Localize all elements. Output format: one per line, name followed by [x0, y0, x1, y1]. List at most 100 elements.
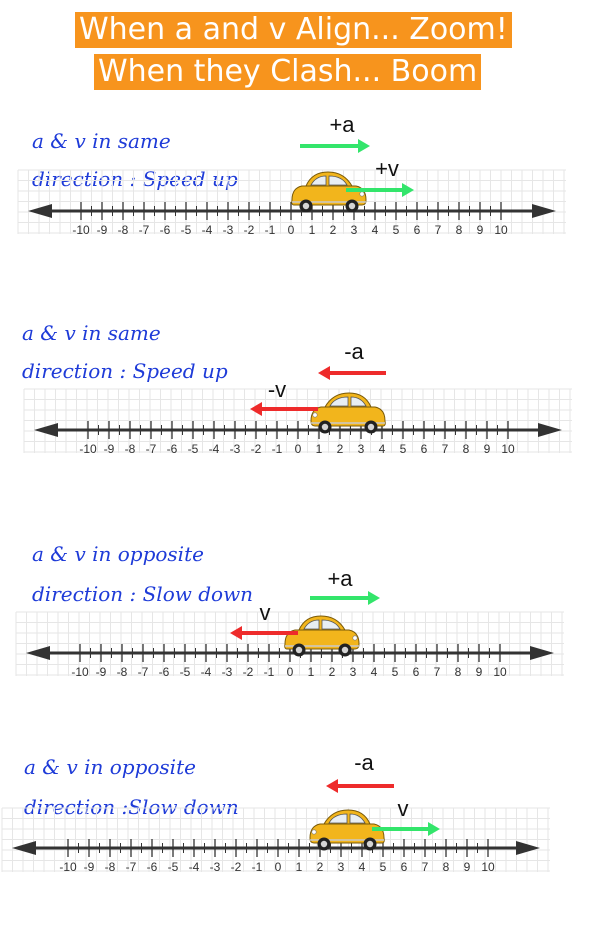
panel-3-tick-label: -9: [96, 665, 107, 679]
panel-1-tick-label: -9: [97, 223, 108, 237]
panel-4: a & v in opposite direction :Slow down -…: [0, 740, 600, 930]
panel-1-caption-line-1: a & v in same: [32, 129, 171, 153]
panel-3-tick-label: -4: [201, 665, 212, 679]
panel-1-tick-label: -2: [244, 223, 255, 237]
panel-2-tick-label: -1: [272, 442, 283, 456]
panel-4-tick-label: 4: [359, 860, 366, 874]
panel-2-acceleration-arrow: [318, 366, 386, 380]
panel-4-tick-label: 7: [422, 860, 429, 874]
panel-4-tick-label: -10: [59, 860, 77, 874]
panel-3-tick-label: 9: [476, 665, 483, 679]
panel-2-tick-label: -4: [209, 442, 220, 456]
panel-1-car: [291, 171, 367, 213]
title-line-2: When they Clash... Boom: [94, 54, 482, 90]
panel-3-tick-label: 5: [392, 665, 399, 679]
panel-1-tick-label: 10: [494, 223, 508, 237]
panel-1-tick-label: 8: [456, 223, 463, 237]
panel-1-tick-label: 4: [372, 223, 379, 237]
panel-2-tick-label: -10: [79, 442, 97, 456]
panel-2-tick-label: 3: [358, 442, 365, 456]
panel-4-acceleration-label: -a: [354, 750, 374, 775]
panel-4-tick-label: -6: [147, 860, 158, 874]
panel-4-tick-label: 2: [317, 860, 324, 874]
panel-4-tick-label: 6: [401, 860, 408, 874]
panel-4-tick-label: 0: [275, 860, 282, 874]
panel-2: a & v in same direction : Speed up -10-9…: [0, 305, 600, 495]
panel-4-tick-label: -4: [189, 860, 200, 874]
panel-2-velocity-arrow: [250, 402, 318, 416]
panel-4-tick-label: -7: [126, 860, 137, 874]
panel-2-tick-label: 9: [484, 442, 491, 456]
panel-3-tick-label: 2: [329, 665, 336, 679]
panel-1-velocity-label: +v: [375, 156, 399, 181]
panel-3-caption-line-1: a & v in opposite: [32, 542, 204, 566]
panel-1-tick-label: 9: [477, 223, 484, 237]
panel-2-tick-label: -7: [146, 442, 157, 456]
panel-2-velocity-label: -v: [268, 377, 286, 402]
panel-4-tick-label: -9: [84, 860, 95, 874]
panel-2-tick-label: 0: [295, 442, 302, 456]
panel-3-tick-label: -7: [138, 665, 149, 679]
panel-1-tick-label: -7: [139, 223, 150, 237]
panel-2-tick-label: -6: [167, 442, 178, 456]
panel-2-tick-label: 1: [316, 442, 323, 456]
panel-3-tick-label: 6: [413, 665, 420, 679]
panel-2-caption-line-2: direction : Speed up: [22, 359, 228, 383]
title-line-1: When a and v Align... Zoom!: [75, 12, 512, 48]
panel-2-car: [310, 392, 386, 434]
panel-4-car: [309, 809, 385, 851]
panel-3-tick-label: 1: [308, 665, 315, 679]
panel-2-acceleration-label: -a: [344, 339, 364, 364]
panel-1-tick-label: 0: [288, 223, 295, 237]
panel-3-tick-label: 8: [455, 665, 462, 679]
panel-3: a & v in opposite direction : Slow down …: [0, 528, 600, 718]
panel-2-tick-label: 10: [501, 442, 515, 456]
panel-2-tick-label: 5: [400, 442, 407, 456]
panel-2-tick-label: 6: [421, 442, 428, 456]
panel-3-acceleration-arrow: [310, 591, 380, 605]
panel-3-tick-label: -10: [71, 665, 89, 679]
panel-2-tick-label: 4: [379, 442, 386, 456]
panel-3-tick-label: 4: [371, 665, 378, 679]
panel-1-tick-label: 1: [309, 223, 316, 237]
panel-1-tick-label: -4: [202, 223, 213, 237]
panel-3-tick-label: -3: [222, 665, 233, 679]
panel-4-tick-label: 3: [338, 860, 345, 874]
panel-2-tick-label: -5: [188, 442, 199, 456]
panel-4-acceleration-arrow: [326, 779, 394, 793]
panel-1-acceleration-label: +a: [329, 112, 355, 137]
panel-3-tick-label: 10: [493, 665, 507, 679]
panel-4-tick-label: 10: [481, 860, 495, 874]
panel-3-tick-label: 0: [287, 665, 294, 679]
panel-4-velocity-arrow: [372, 822, 440, 836]
panel-3-tick-label: -6: [159, 665, 170, 679]
panel-4-tick-label: 9: [464, 860, 471, 874]
panel-3-tick-label: -5: [180, 665, 191, 679]
panel-3-acceleration-label: +a: [327, 566, 353, 591]
panel-2-tick-label: -8: [125, 442, 136, 456]
panel-1-tick-label: 3: [351, 223, 358, 237]
panel-2-grid: [23, 388, 572, 453]
panel-2-tick-label: -9: [104, 442, 115, 456]
panel-4-tick-label: -2: [231, 860, 242, 874]
panel-1-tick-label: -10: [72, 223, 90, 237]
panel-1-tick-label: 7: [435, 223, 442, 237]
panel-2-tick-label: -2: [251, 442, 262, 456]
panel-3-caption-line-2: direction : Slow down: [32, 582, 254, 606]
panel-3-velocity-arrow: [230, 626, 298, 640]
panel-1-acceleration-arrow: [300, 139, 370, 153]
panel-2-tick-label: 7: [442, 442, 449, 456]
panel-4-tick-label: -1: [252, 860, 263, 874]
panel-4-velocity-label: v: [398, 796, 409, 821]
panel-4-caption-line-1: a & v in opposite: [24, 755, 196, 779]
panel-2-tick-label: -3: [230, 442, 241, 456]
panel-3-velocity-label: v: [260, 600, 271, 625]
panel-1-tick-label: -1: [265, 223, 276, 237]
panel-1: a & v in same direction : Speed up -10-9…: [0, 110, 600, 300]
